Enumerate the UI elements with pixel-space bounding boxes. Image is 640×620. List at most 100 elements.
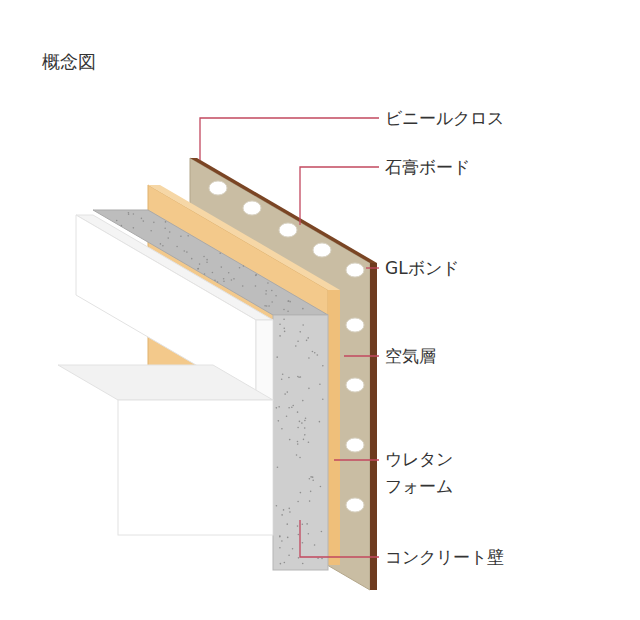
- speckle: [268, 305, 270, 307]
- speckle: [281, 378, 283, 380]
- diagram-title: 概念図: [42, 50, 96, 74]
- speckle: [197, 268, 199, 270]
- speckle: [267, 282, 269, 284]
- speckle: [284, 331, 286, 333]
- speckle: [265, 293, 267, 295]
- speckle: [306, 523, 308, 525]
- callout-label: GLボンド: [385, 257, 459, 279]
- speckle: [276, 407, 278, 409]
- speckle: [286, 415, 288, 417]
- speckle: [292, 548, 294, 550]
- speckle: [279, 536, 281, 538]
- speckle: [321, 558, 323, 560]
- speckle: [308, 441, 310, 443]
- speckle: [165, 221, 167, 223]
- speckle: [186, 251, 188, 253]
- speckle: [288, 300, 290, 302]
- speckle: [288, 508, 290, 510]
- speckle: [116, 220, 118, 222]
- speckle: [289, 511, 291, 513]
- speckle: [309, 478, 311, 480]
- speckle: [206, 261, 208, 263]
- speckle: [302, 324, 304, 326]
- speckle: [283, 309, 285, 311]
- speckle: [302, 563, 304, 565]
- speckle: [176, 246, 178, 248]
- block-front: [118, 400, 273, 535]
- speckle: [312, 479, 314, 481]
- speckle: [303, 439, 305, 441]
- speckle: [304, 427, 306, 429]
- speckle: [284, 393, 286, 395]
- speckle: [153, 222, 155, 224]
- speckle: [223, 281, 225, 283]
- speckle: [221, 266, 223, 268]
- speckle: [271, 290, 273, 292]
- speckle: [278, 420, 280, 422]
- speckle: [298, 534, 300, 536]
- speckle: [297, 501, 299, 503]
- speckle: [300, 492, 302, 494]
- callout-label: ビニールクロス: [385, 107, 504, 129]
- speckle: [133, 227, 135, 229]
- speckle: [319, 384, 321, 386]
- speckle: [312, 476, 314, 478]
- speckle: [288, 554, 290, 556]
- block-top: [58, 365, 273, 400]
- speckle: [286, 391, 288, 393]
- speckle: [187, 235, 189, 237]
- speckle: [302, 523, 304, 525]
- speckle: [164, 227, 166, 229]
- speckle: [302, 308, 304, 310]
- speckle: [288, 377, 290, 379]
- speckle: [297, 411, 299, 413]
- speckle: [276, 356, 278, 358]
- speckle: [279, 547, 281, 549]
- speckle: [298, 557, 300, 559]
- finish-edge: [256, 320, 273, 400]
- speckle: [299, 457, 301, 459]
- speckle: [228, 272, 230, 274]
- speckle: [321, 531, 323, 533]
- speckle: [279, 335, 281, 337]
- speckle: [275, 295, 277, 297]
- speckle: [242, 285, 244, 287]
- speckle: [265, 290, 267, 292]
- urethane-edge: [328, 290, 340, 565]
- speckle: [297, 443, 299, 445]
- speckle: [305, 417, 307, 419]
- speckle: [320, 486, 322, 488]
- speckle: [307, 337, 309, 339]
- speckle: [287, 537, 289, 539]
- speckle: [212, 272, 214, 274]
- speckle: [180, 235, 182, 237]
- speckle: [282, 373, 284, 375]
- speckle: [297, 340, 299, 342]
- speckle: [281, 428, 283, 430]
- speckle: [219, 252, 221, 254]
- speckle: [308, 533, 310, 535]
- speckle: [314, 352, 316, 354]
- speckle: [308, 357, 310, 359]
- callout-label: 空気層: [385, 345, 436, 367]
- speckle: [162, 245, 164, 247]
- speckle: [281, 514, 283, 516]
- speckle: [184, 250, 186, 252]
- speckle: [204, 273, 206, 275]
- speckle: [286, 523, 288, 525]
- speckle: [279, 535, 281, 537]
- speckle: [279, 323, 281, 325]
- speckle: [169, 231, 171, 233]
- speckle: [276, 505, 278, 507]
- speckle: [167, 237, 169, 239]
- speckle: [302, 400, 304, 402]
- speckle: [289, 439, 291, 441]
- speckle: [243, 265, 245, 267]
- speckle: [314, 544, 316, 546]
- speckle: [304, 434, 306, 436]
- speckle: [231, 279, 233, 281]
- speckle: [304, 420, 306, 422]
- speckle: [198, 268, 200, 270]
- speckle: [283, 327, 285, 329]
